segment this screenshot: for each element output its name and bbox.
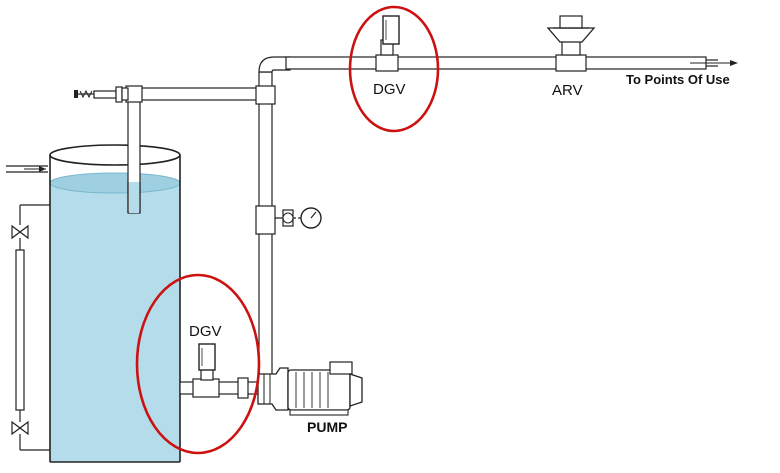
dgv-top-label: DGV (373, 81, 406, 98)
motor-terminal-box (329, 361, 353, 375)
dgv-bottom-highlight (135, 273, 261, 455)
return-tee (255, 85, 276, 105)
vertical-riser (255, 56, 322, 403)
inlet-arrow-icon (39, 166, 46, 172)
pump-motor (287, 369, 351, 411)
pump (257, 361, 363, 416)
pump-volute (257, 367, 289, 411)
storage-tank (49, 144, 181, 463)
riser-elbow (258, 56, 291, 73)
tank-inlet (6, 165, 48, 173)
arv-valve-icon (546, 27, 596, 43)
lower-gauge-valve-icon (11, 420, 29, 436)
upper-gauge-valve-icon (11, 224, 29, 240)
dgv-bottom-valve-icon (198, 343, 216, 371)
pump-base (289, 409, 349, 416)
sight-glass-tube (15, 249, 25, 411)
relief-valve-handle-icon (74, 90, 78, 98)
distribution-line (285, 15, 738, 72)
suction-line (179, 343, 261, 399)
pump-label: PUMP (307, 419, 347, 435)
dgv-bottom-label: DGV (189, 323, 222, 340)
return-line (74, 85, 261, 214)
tank-water (50, 180, 180, 462)
outlet-label: To Points Of Use (626, 72, 730, 87)
relief-spring-icon (79, 89, 93, 99)
level-sight-glass (11, 204, 50, 451)
motor-end-cap (349, 373, 363, 407)
tank-top-rim (49, 144, 181, 166)
tank-water-surface (49, 172, 181, 194)
gauge-tee (255, 205, 276, 235)
dgv-top-valve-icon (382, 15, 400, 45)
arv-label: ARV (552, 82, 583, 99)
outlet-arrow-icon (730, 60, 738, 66)
dgv-top-highlight (348, 5, 440, 133)
